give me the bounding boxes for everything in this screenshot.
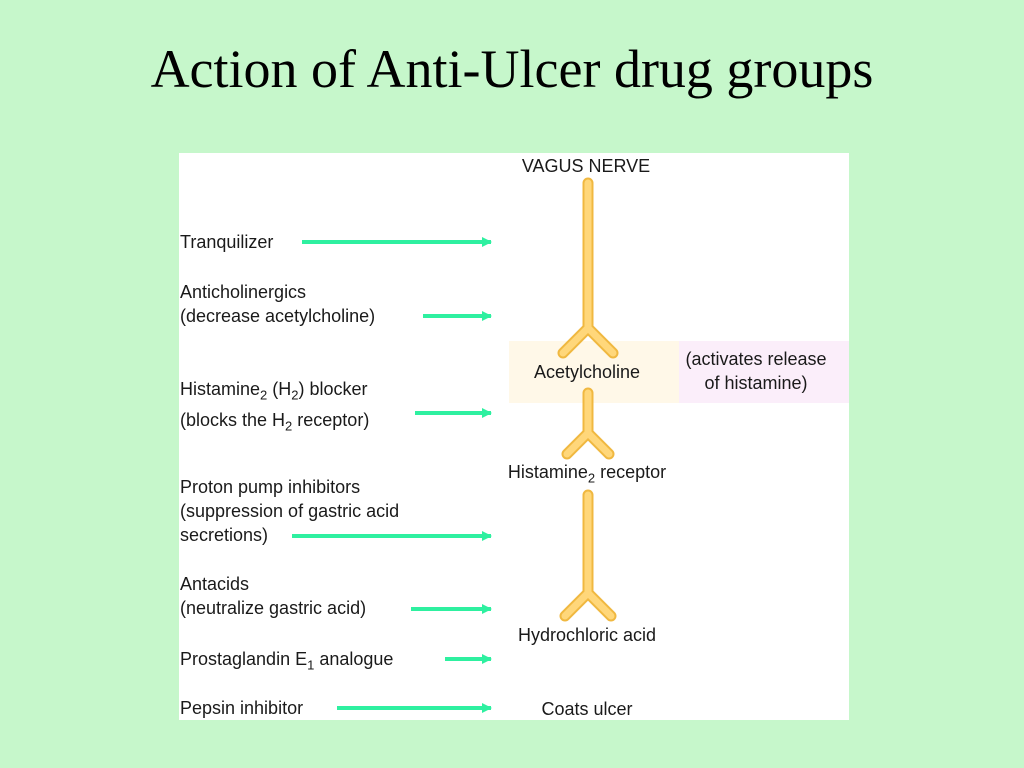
ppi-line1: Proton pump inhibitors [180, 477, 361, 497]
prostaglandin-text-a: Prostaglandin E [180, 649, 308, 669]
acid-segment-fill [561, 491, 615, 620]
h2-receptor-subscript: 2 [587, 470, 596, 486]
vagus-nerve-label: VAGUS NERVE [521, 156, 651, 176]
anticholinergics-line1: Anticholinergics [180, 282, 307, 302]
prostaglandin-sub-b: 1 [307, 657, 315, 673]
prostaglandin-label: Prostaglandin E1 analogue [180, 647, 393, 678]
h2-blocker-sub-g: 2 [285, 418, 293, 434]
coats-ulcer-label: Coats ulcer [541, 699, 633, 719]
acetylcholine-note-line1: (activates release [685, 349, 827, 369]
anticholinergics-label: Anticholinergics (decrease acetylcholine… [180, 280, 375, 328]
h2-blocker-sub-d: 2 [291, 387, 299, 403]
pepsin-inhibitor-label: Pepsin inhibitor [180, 698, 304, 718]
h2-receptor-suffix: receptor [595, 462, 667, 482]
histamine-note-highlight [679, 341, 849, 403]
h2-blocker-line2: (blocks the H2 receptor) [180, 408, 369, 439]
h2-blocker-text-c: (H [267, 379, 292, 399]
ppi-line3: secretions) [180, 525, 269, 545]
h2-blocker-sub-b: 2 [260, 387, 268, 403]
ppi-label: Proton pump inhibitors (suppression of g… [180, 475, 399, 547]
h2-blocker-label: Histamine2 (H2) blocker (blocks the H2 r… [180, 377, 369, 438]
acetylcholine-label: Acetylcholine [533, 362, 641, 382]
h2-receptor-segment-fill [563, 389, 613, 458]
acetylcholine-note: (activates release of histamine) [685, 347, 826, 395]
antacids-line1: Antacids [180, 574, 250, 594]
h2-blocker-line1: Histamine2 (H2) blocker [180, 377, 369, 408]
anticholinergics-line2: (decrease acetylcholine) [180, 306, 376, 326]
h2-receptor-prefix: Histamine [507, 462, 588, 482]
hydrochloric-acid-label: Hydrochloric acid [517, 625, 657, 645]
diagram-panel: VAGUS NERVE Acetylcholine (activates rel… [179, 153, 849, 720]
h2-receptor-label: Histamine2 receptor [508, 460, 666, 491]
vagus-nerve-segment-1-fill [559, 179, 617, 357]
h2-blocker-text-e: ) blocker [298, 379, 368, 399]
prostaglandin-text-c: analogue [314, 649, 394, 669]
slide-title: Action of Anti-Ulcer drug groups [150, 39, 874, 99]
antacids-line2: (neutralize gastric acid) [180, 598, 367, 618]
antacids-label: Antacids (neutralize gastric acid) [180, 572, 366, 620]
acetylcholine-highlight [509, 341, 679, 403]
tranquilizer-label: Tranquilizer [180, 232, 274, 252]
h2-blocker-text-f: (blocks the H [180, 409, 286, 430]
h2-blocker-text-a: Histamine [180, 379, 261, 399]
ppi-line2: (suppression of gastric acid [180, 501, 400, 521]
h2-blocker-text-h: receptor) [292, 409, 370, 430]
acetylcholine-note-line2: of histamine) [704, 373, 808, 393]
pathway-graphic [292, 177, 619, 713]
